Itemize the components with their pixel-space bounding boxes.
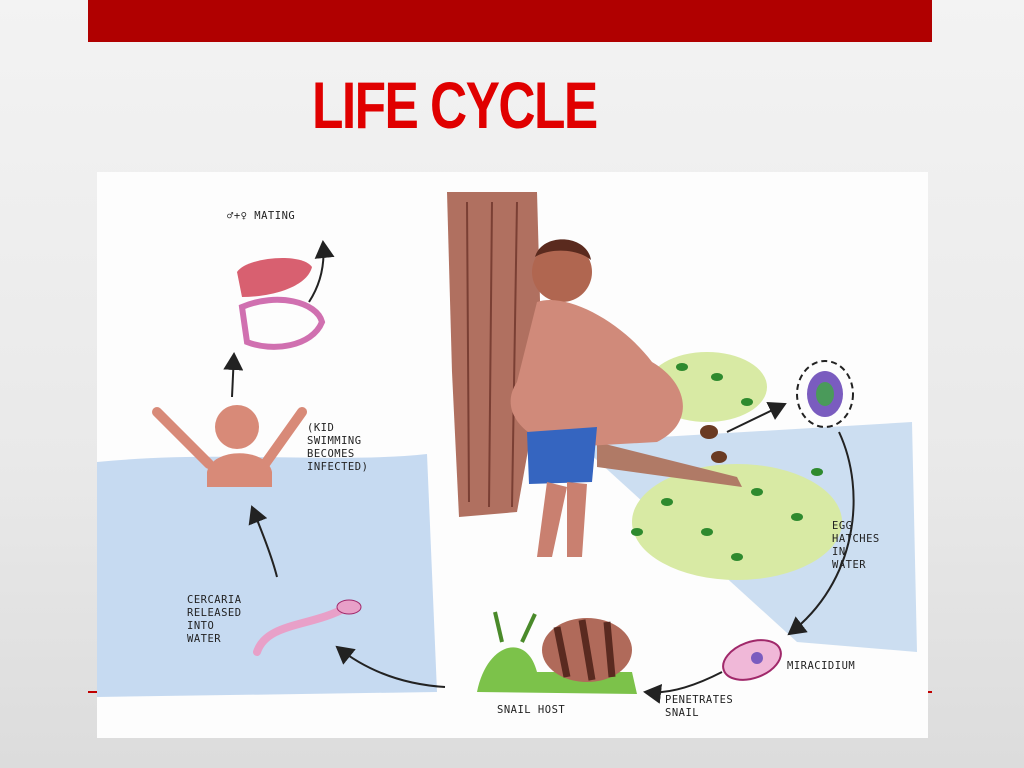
right-rule: [928, 691, 932, 693]
label-mating: ♂+♀ MATING: [227, 210, 296, 222]
arrow-snail-to-cercaria: [335, 645, 446, 688]
arrow-cercaria-to-kid: [248, 505, 278, 578]
label-cercaria: CERCARIA RELEASED INTO WATER: [187, 594, 242, 645]
label-egg-hatches: EGG HATCHES IN WATER: [832, 520, 880, 571]
diagram-illustration: [97, 192, 917, 704]
tree-branch: [597, 442, 742, 487]
tree-trunk: [447, 192, 542, 517]
label-penetrates-snail: PENETRATES SNAIL: [665, 694, 734, 719]
top-accent-bar: [88, 0, 932, 42]
snail-body: [477, 647, 637, 694]
man-body: [510, 300, 683, 447]
liver: [237, 257, 312, 297]
leaves: [631, 363, 823, 561]
kid-head: [215, 405, 259, 449]
arrow-miracidium-to-snail: [643, 671, 723, 704]
bush-right: [632, 464, 842, 580]
egg-outline: [796, 360, 854, 428]
arrow-swim-to-organs: [223, 352, 244, 398]
label-snail-host: SNAIL HOST: [497, 704, 566, 716]
arrow-mating: [308, 240, 335, 303]
man-head: [532, 242, 592, 302]
man-legs: [537, 482, 587, 557]
slide-title: LIFE CYCLE: [312, 68, 598, 142]
life-cycle-diagram: ♂+♀ MATING (KID SWIMMING BECOMES INFECTE…: [97, 172, 928, 738]
label-miracidium: MIRACIDIUM: [787, 660, 856, 672]
water-pool: [97, 454, 437, 697]
intestines: [238, 296, 326, 350]
left-rule: [88, 691, 98, 693]
label-kid-swimming: (KID SWIMMING BECOMES INFECTED): [307, 422, 369, 473]
man-shorts: [527, 427, 597, 484]
arrow-egg-to-miracidium: [787, 431, 855, 636]
arrow-feces-to-egg: [726, 401, 787, 433]
cercaria: [253, 603, 351, 656]
